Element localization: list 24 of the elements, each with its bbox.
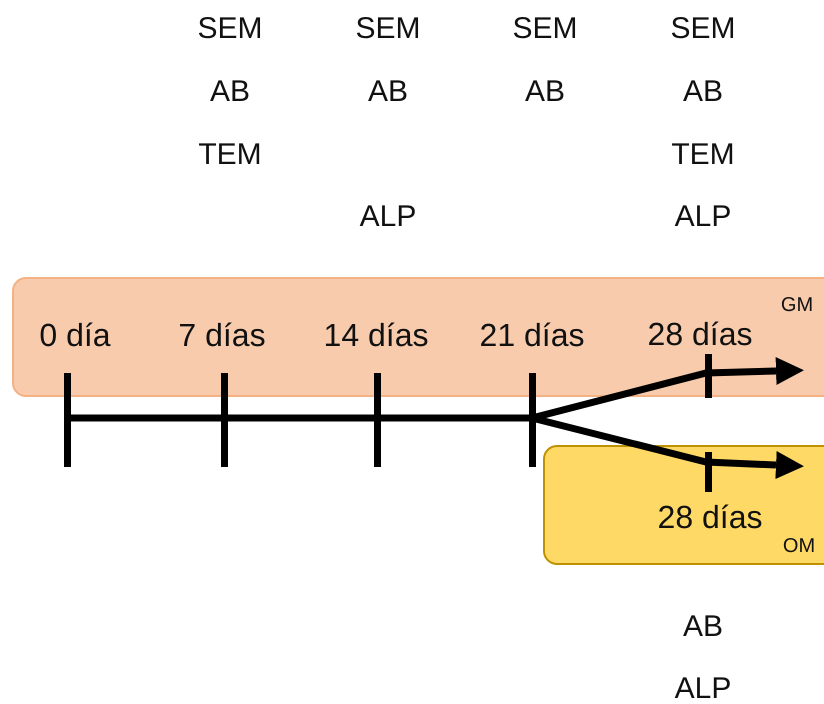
method-label: SEM xyxy=(356,12,420,46)
band-label: OM xyxy=(782,535,816,557)
method-label: AB xyxy=(368,75,408,109)
day-label: 28 días xyxy=(658,498,762,536)
method-label: ALP xyxy=(674,200,732,234)
method-label: AB xyxy=(682,75,724,109)
method-label: SEM xyxy=(512,12,578,46)
stage-band xyxy=(12,277,824,397)
method-label: TEM xyxy=(198,138,262,172)
method-label: AB xyxy=(210,75,250,109)
method-label: TEM xyxy=(671,138,735,172)
method-label: AB xyxy=(682,610,724,644)
method-label: SEM xyxy=(198,12,262,46)
day-label: 14 días xyxy=(324,316,428,354)
stage-band xyxy=(543,445,824,565)
day-label: 0 día xyxy=(39,316,111,354)
method-label: ALP xyxy=(360,200,416,234)
day-label: 7 días xyxy=(178,316,266,354)
method-label: ALP xyxy=(674,672,732,704)
day-label: 21 días xyxy=(480,316,584,354)
band-label: GM xyxy=(780,294,814,316)
method-label: SEM xyxy=(670,12,736,46)
method-label: AB xyxy=(524,75,566,109)
day-label: 28 días xyxy=(648,315,752,353)
